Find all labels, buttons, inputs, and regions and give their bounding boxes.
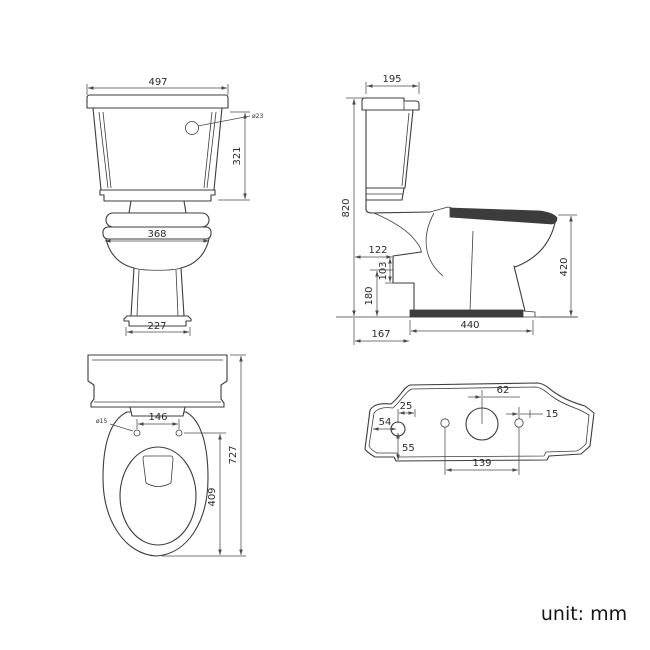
dim-back-inlet-side-offset: 54 [379, 417, 392, 428]
bolt-hole-right [514, 418, 524, 428]
dim-plan-bowl-opening-length: 409 [207, 487, 218, 506]
hinge-hole-left [133, 429, 141, 437]
dim-side-wall-to-base: 167 [371, 329, 390, 340]
dim-front-button-hole-dia: ø23 [252, 113, 263, 120]
dim-back-hole-right-offset: 15 [546, 409, 559, 420]
cistern-back-view: 62 25 15 54 55 139 [364, 382, 595, 475]
dim-side-base-length: 440 [460, 320, 479, 331]
dim-side-outlet-drop: 103 [378, 261, 389, 280]
dim-back-flush-offset: 62 [497, 385, 510, 396]
dim-side-outlet-setback: 122 [368, 245, 387, 256]
dim-plan-hinge-hole-spacing: 146 [148, 412, 167, 423]
dim-side-cistern-depth: 195 [382, 74, 401, 85]
dim-front-cistern-width: 497 [148, 77, 167, 88]
bolt-hole-left [440, 418, 450, 428]
dim-front-seat-width: 368 [147, 229, 166, 240]
dim-side-seat-height: 420 [559, 257, 570, 276]
side-view: 195 820 122 103 [336, 74, 578, 345]
dim-front-cistern-height: 321 [232, 146, 243, 165]
flush-button-hole [185, 121, 199, 135]
dim-back-inlet-bottom-offset: 55 [402, 443, 415, 454]
hinge-hole-right [175, 429, 183, 437]
dim-plan-total-depth: 727 [228, 445, 239, 464]
dim-side-total-height: 820 [341, 198, 352, 217]
dim-front-base-width: 227 [147, 321, 166, 332]
dim-plan-hinge-hole-dia: ø15 [96, 418, 107, 425]
plan-view: 146 ø15 727 409 [87, 354, 246, 557]
unit-label: unit: mm [541, 603, 627, 625]
dim-back-bolt-hole-spacing: 139 [472, 458, 491, 469]
dim-back-inlet-top-offset: 25 [400, 401, 413, 412]
front-view: 497 ø23 321 368 [86, 77, 263, 336]
dim-side-outlet-center-height: 180 [364, 286, 375, 305]
